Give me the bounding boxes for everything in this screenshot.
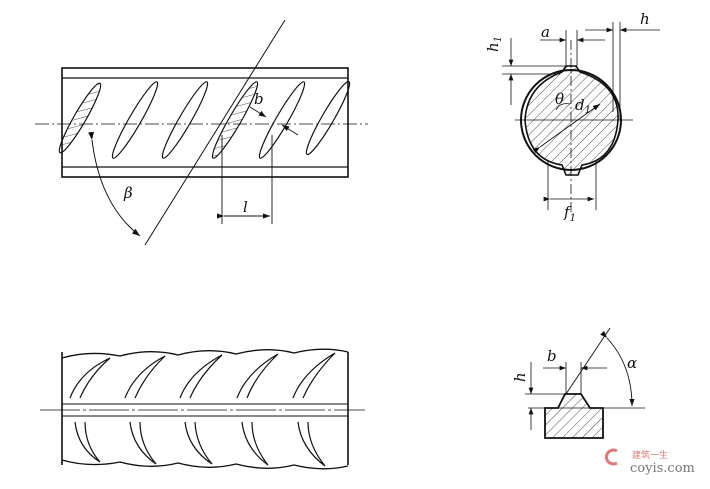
svg-text:coyis.com: coyis.com xyxy=(630,461,695,476)
svg-text:建筑一生: 建筑一生 xyxy=(632,449,668,461)
rib-profile xyxy=(525,327,645,439)
a-label: a xyxy=(541,23,550,41)
rib-angle-line xyxy=(144,19,286,246)
rebar-side-view-top xyxy=(35,19,368,246)
watermark: 建筑一生 coyis.com xyxy=(604,448,695,476)
f1-label: f1 xyxy=(563,203,576,224)
crescent-ribs-upper xyxy=(69,352,336,399)
cross-section xyxy=(502,22,660,215)
beta-arc xyxy=(88,131,141,237)
h1-label: h1 xyxy=(484,36,504,52)
rib-ellipses xyxy=(58,80,351,159)
crescent-ribs-lower xyxy=(74,421,326,467)
theta-label: θ xyxy=(555,90,564,108)
d1-dimension xyxy=(532,103,601,154)
l-label: l xyxy=(243,198,248,216)
rebar-side-view-bottom xyxy=(40,348,365,470)
b-label-bottom: b xyxy=(547,347,557,365)
h-label-top: h xyxy=(640,10,650,28)
h-label-bottom: h xyxy=(511,372,529,382)
b-label-top: b xyxy=(254,90,264,108)
d1-label: d1 xyxy=(575,96,591,116)
alpha-label: α xyxy=(627,354,637,372)
beta-label: β xyxy=(123,184,133,202)
watermark-logo-icon xyxy=(604,448,618,466)
